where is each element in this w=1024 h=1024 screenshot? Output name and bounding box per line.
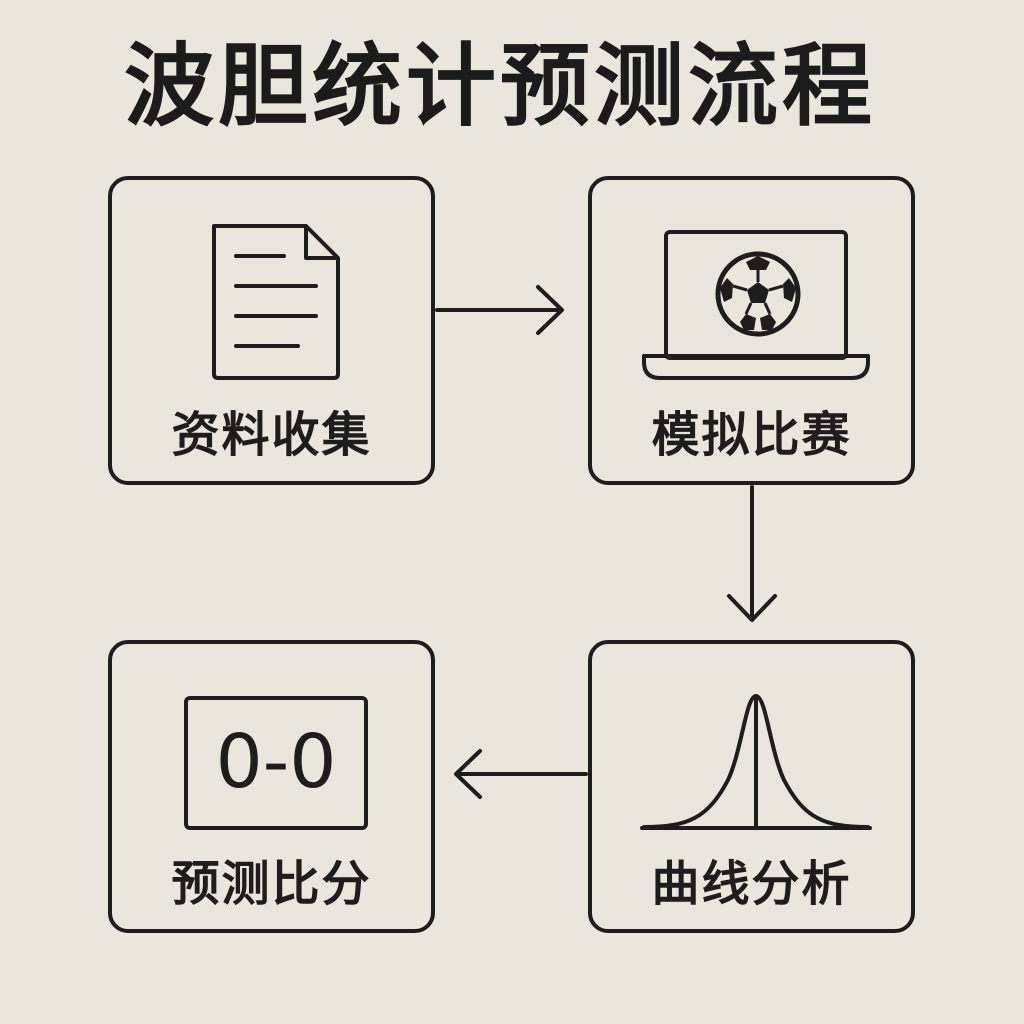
scoreboard-icon: 0-0 [184, 696, 368, 830]
step-predict-card: 0-0 预测比分 [108, 640, 435, 933]
step-simulate-label: 模拟比赛 [651, 407, 852, 463]
predicted-score: 0-0 [215, 719, 337, 805]
bell-curve-icon [640, 693, 872, 830]
arrow-curve-to-predict [454, 749, 588, 799]
step-simulate-card: 模拟比赛 [588, 176, 915, 485]
arrow-simulate-to-curve [727, 485, 777, 622]
laptop-soccer-ball-icon [642, 230, 870, 380]
step-collect-label: 资料收集 [171, 407, 372, 463]
soccer-ball-icon [715, 251, 801, 337]
document-icon [212, 224, 340, 380]
step-curve-label: 曲线分析 [651, 856, 852, 912]
step-curve-card: 曲线分析 [588, 640, 915, 933]
page-title: 波胆统计预测流程 [124, 34, 876, 139]
step-predict-label: 预测比分 [171, 856, 372, 912]
arrow-collect-to-simulate [435, 285, 564, 335]
step-collect-card: 资料收集 [108, 176, 435, 485]
